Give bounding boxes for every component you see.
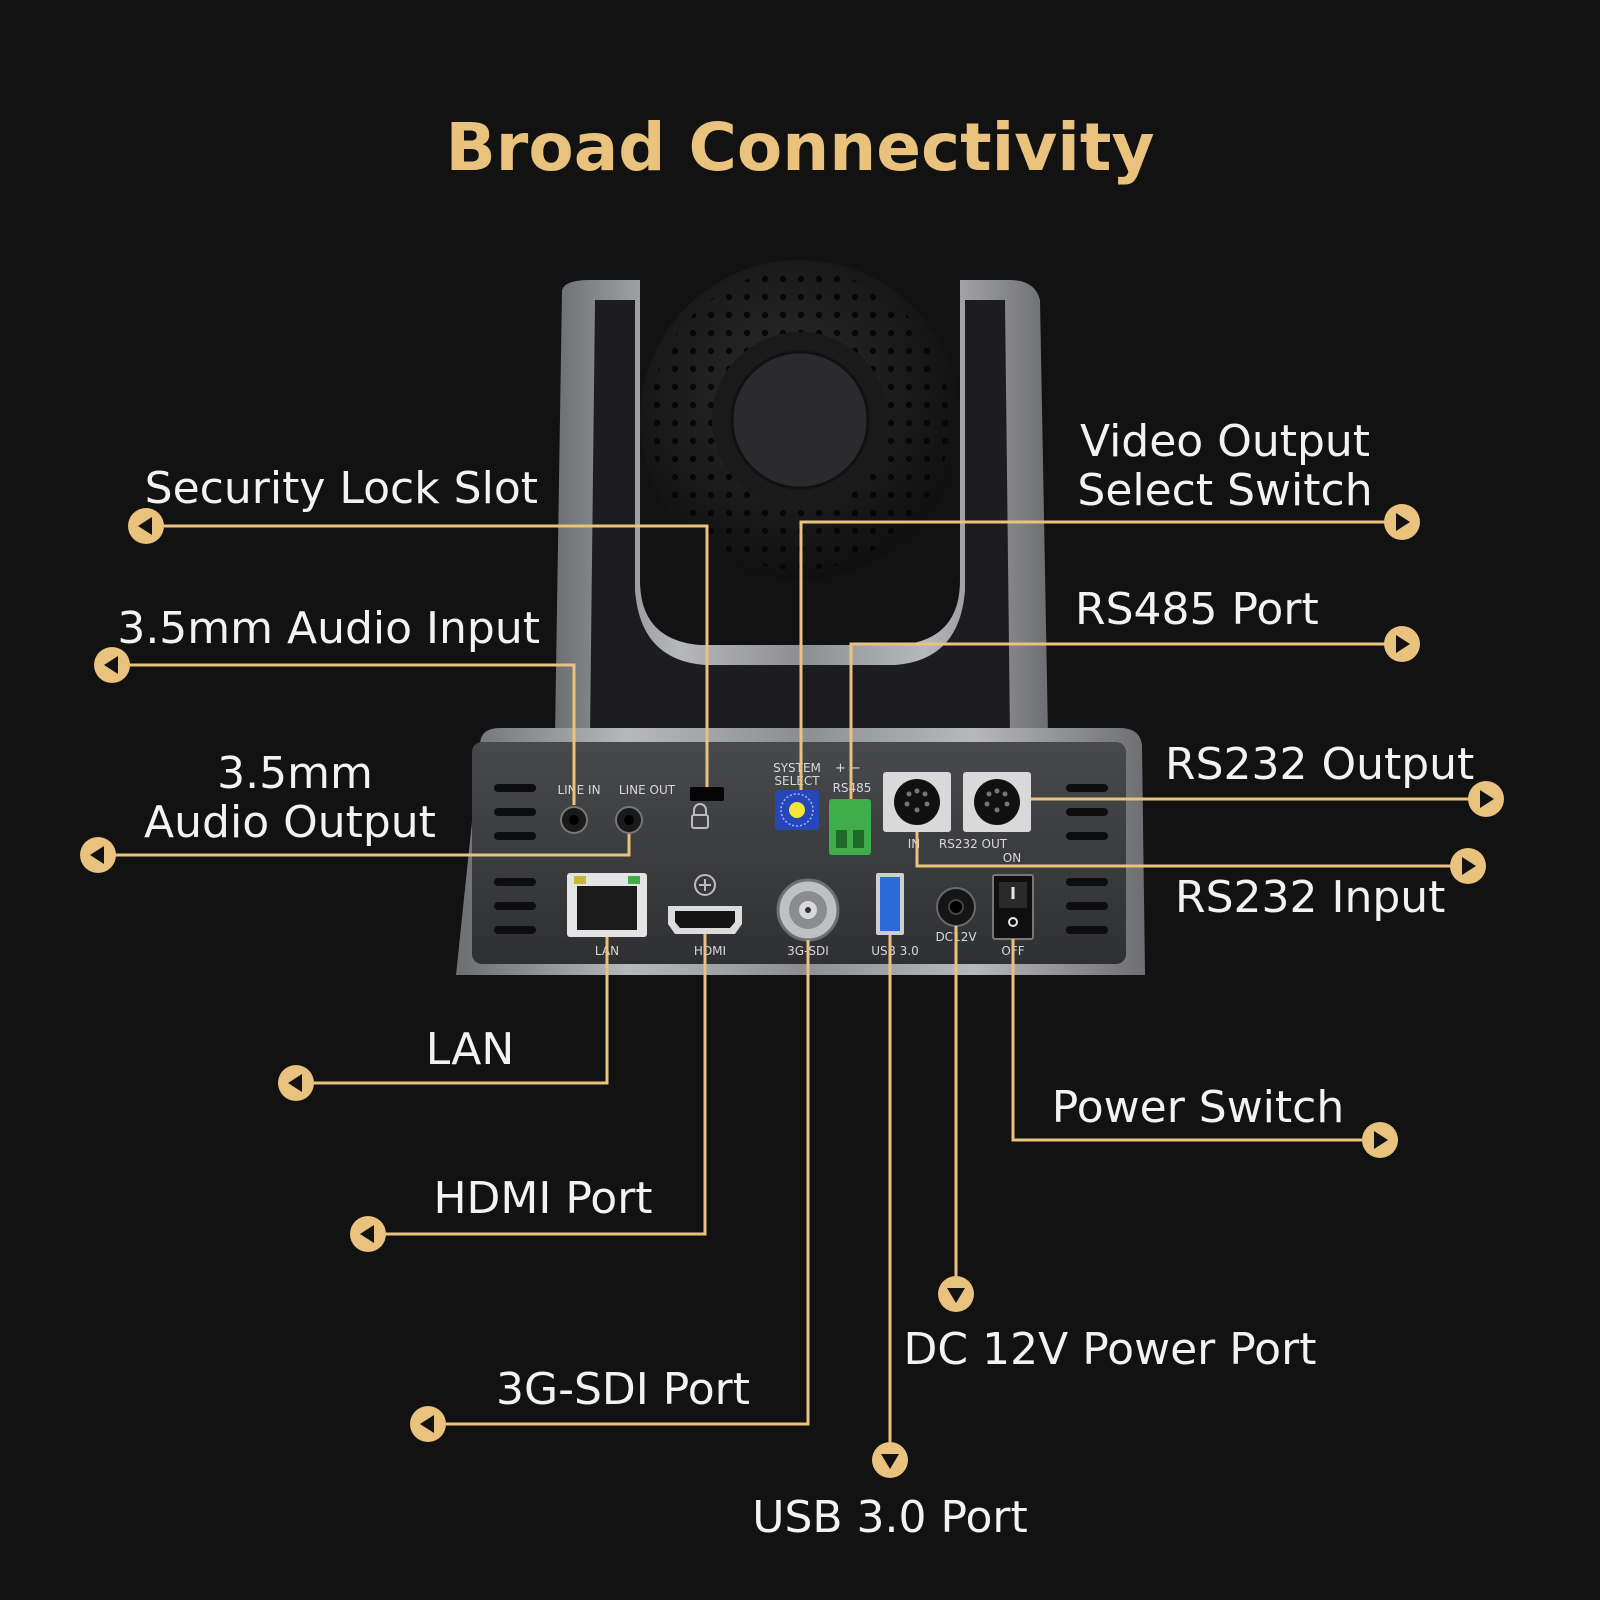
callout-labels: Security Lock Slot 3.5mm Audio Input 3.5…	[117, 416, 1474, 1543]
arrow-down-icon	[938, 1276, 974, 1312]
label-audio-input: 3.5mm Audio Input	[117, 603, 540, 654]
label-rs232-output: RS232 Output	[1165, 739, 1474, 790]
leader-audio-input	[112, 663, 576, 805]
arrow-left-icon	[278, 1065, 314, 1101]
label-power-switch: Power Switch	[1052, 1082, 1345, 1133]
arrow-left-icon	[94, 647, 130, 683]
arrow-left-icon	[350, 1216, 386, 1252]
leader-rs232-input	[915, 832, 1468, 868]
label-video-output-line2: Select Switch	[1077, 465, 1372, 516]
panel-label-on: ON	[1003, 851, 1021, 865]
page-title: Broad Connectivity	[446, 109, 1155, 186]
arrow-right-icon	[1362, 1122, 1398, 1158]
leader-power-switch	[1011, 939, 1380, 1142]
label-lan: LAN	[426, 1024, 515, 1075]
leader-rs485	[849, 642, 1402, 799]
arrow-left-icon	[80, 837, 116, 873]
leader-audio-output	[98, 834, 631, 857]
vent-left	[494, 784, 536, 934]
label-sdi-port: 3G-SDI Port	[496, 1364, 750, 1415]
panel-label-system-select-1: SYSTEM	[773, 761, 821, 775]
label-security-lock-slot: Security Lock Slot	[145, 463, 538, 514]
label-dc-power-port: DC 12V Power Port	[904, 1324, 1317, 1375]
vent-right	[1066, 784, 1108, 934]
panel-label-rs232-out: RS232 OUT	[939, 837, 1008, 851]
hdmi-screw-icon	[694, 874, 716, 896]
arrow-markers	[80, 504, 1504, 1478]
leader-security-lock	[146, 524, 709, 787]
label-video-output-line1: Video Output	[1080, 416, 1370, 467]
arrow-left-icon	[410, 1406, 446, 1442]
leader-video-output	[799, 520, 1402, 790]
label-usb-port: USB 3.0 Port	[752, 1492, 1028, 1543]
leader-lan	[296, 937, 609, 1085]
leader-lines	[98, 520, 1486, 1458]
lock-icon	[691, 803, 709, 829]
rs485-terminal	[829, 799, 871, 855]
label-rs232-input: RS232 Input	[1175, 872, 1445, 923]
arrow-right-icon	[1384, 504, 1420, 540]
leader-hdmi	[368, 934, 707, 1236]
label-hdmi-port: HDMI Port	[433, 1173, 652, 1224]
panel-label-usb: USB 3.0	[871, 944, 919, 958]
label-audio-output-line1: 3.5mm	[217, 748, 373, 799]
security-lock-slot	[690, 787, 724, 801]
label-audio-output-line2: Audio Output	[144, 797, 436, 848]
label-rs485-port: RS485 Port	[1075, 584, 1319, 635]
ptz-camera-illustration: LINE IN LINE OUT SYSTEM SELECT + − RS485	[456, 260, 1145, 975]
panel-label-rs485-polarity: + −	[835, 761, 861, 776]
arrow-left-icon	[128, 508, 164, 544]
arrow-down-icon	[872, 1442, 908, 1478]
arrow-right-icon	[1384, 626, 1420, 662]
panel-label-line-in: LINE IN	[557, 783, 600, 797]
dial-knob	[789, 802, 805, 818]
arrow-right-icon	[1468, 781, 1504, 817]
leader-sdi	[428, 940, 810, 1426]
panel-label-hdmi: HDMI	[694, 944, 726, 958]
arrow-right-icon	[1450, 848, 1486, 884]
panel-label-line-out: LINE OUT	[619, 783, 676, 797]
panel-label-system-select-2: SELECT	[774, 774, 820, 788]
